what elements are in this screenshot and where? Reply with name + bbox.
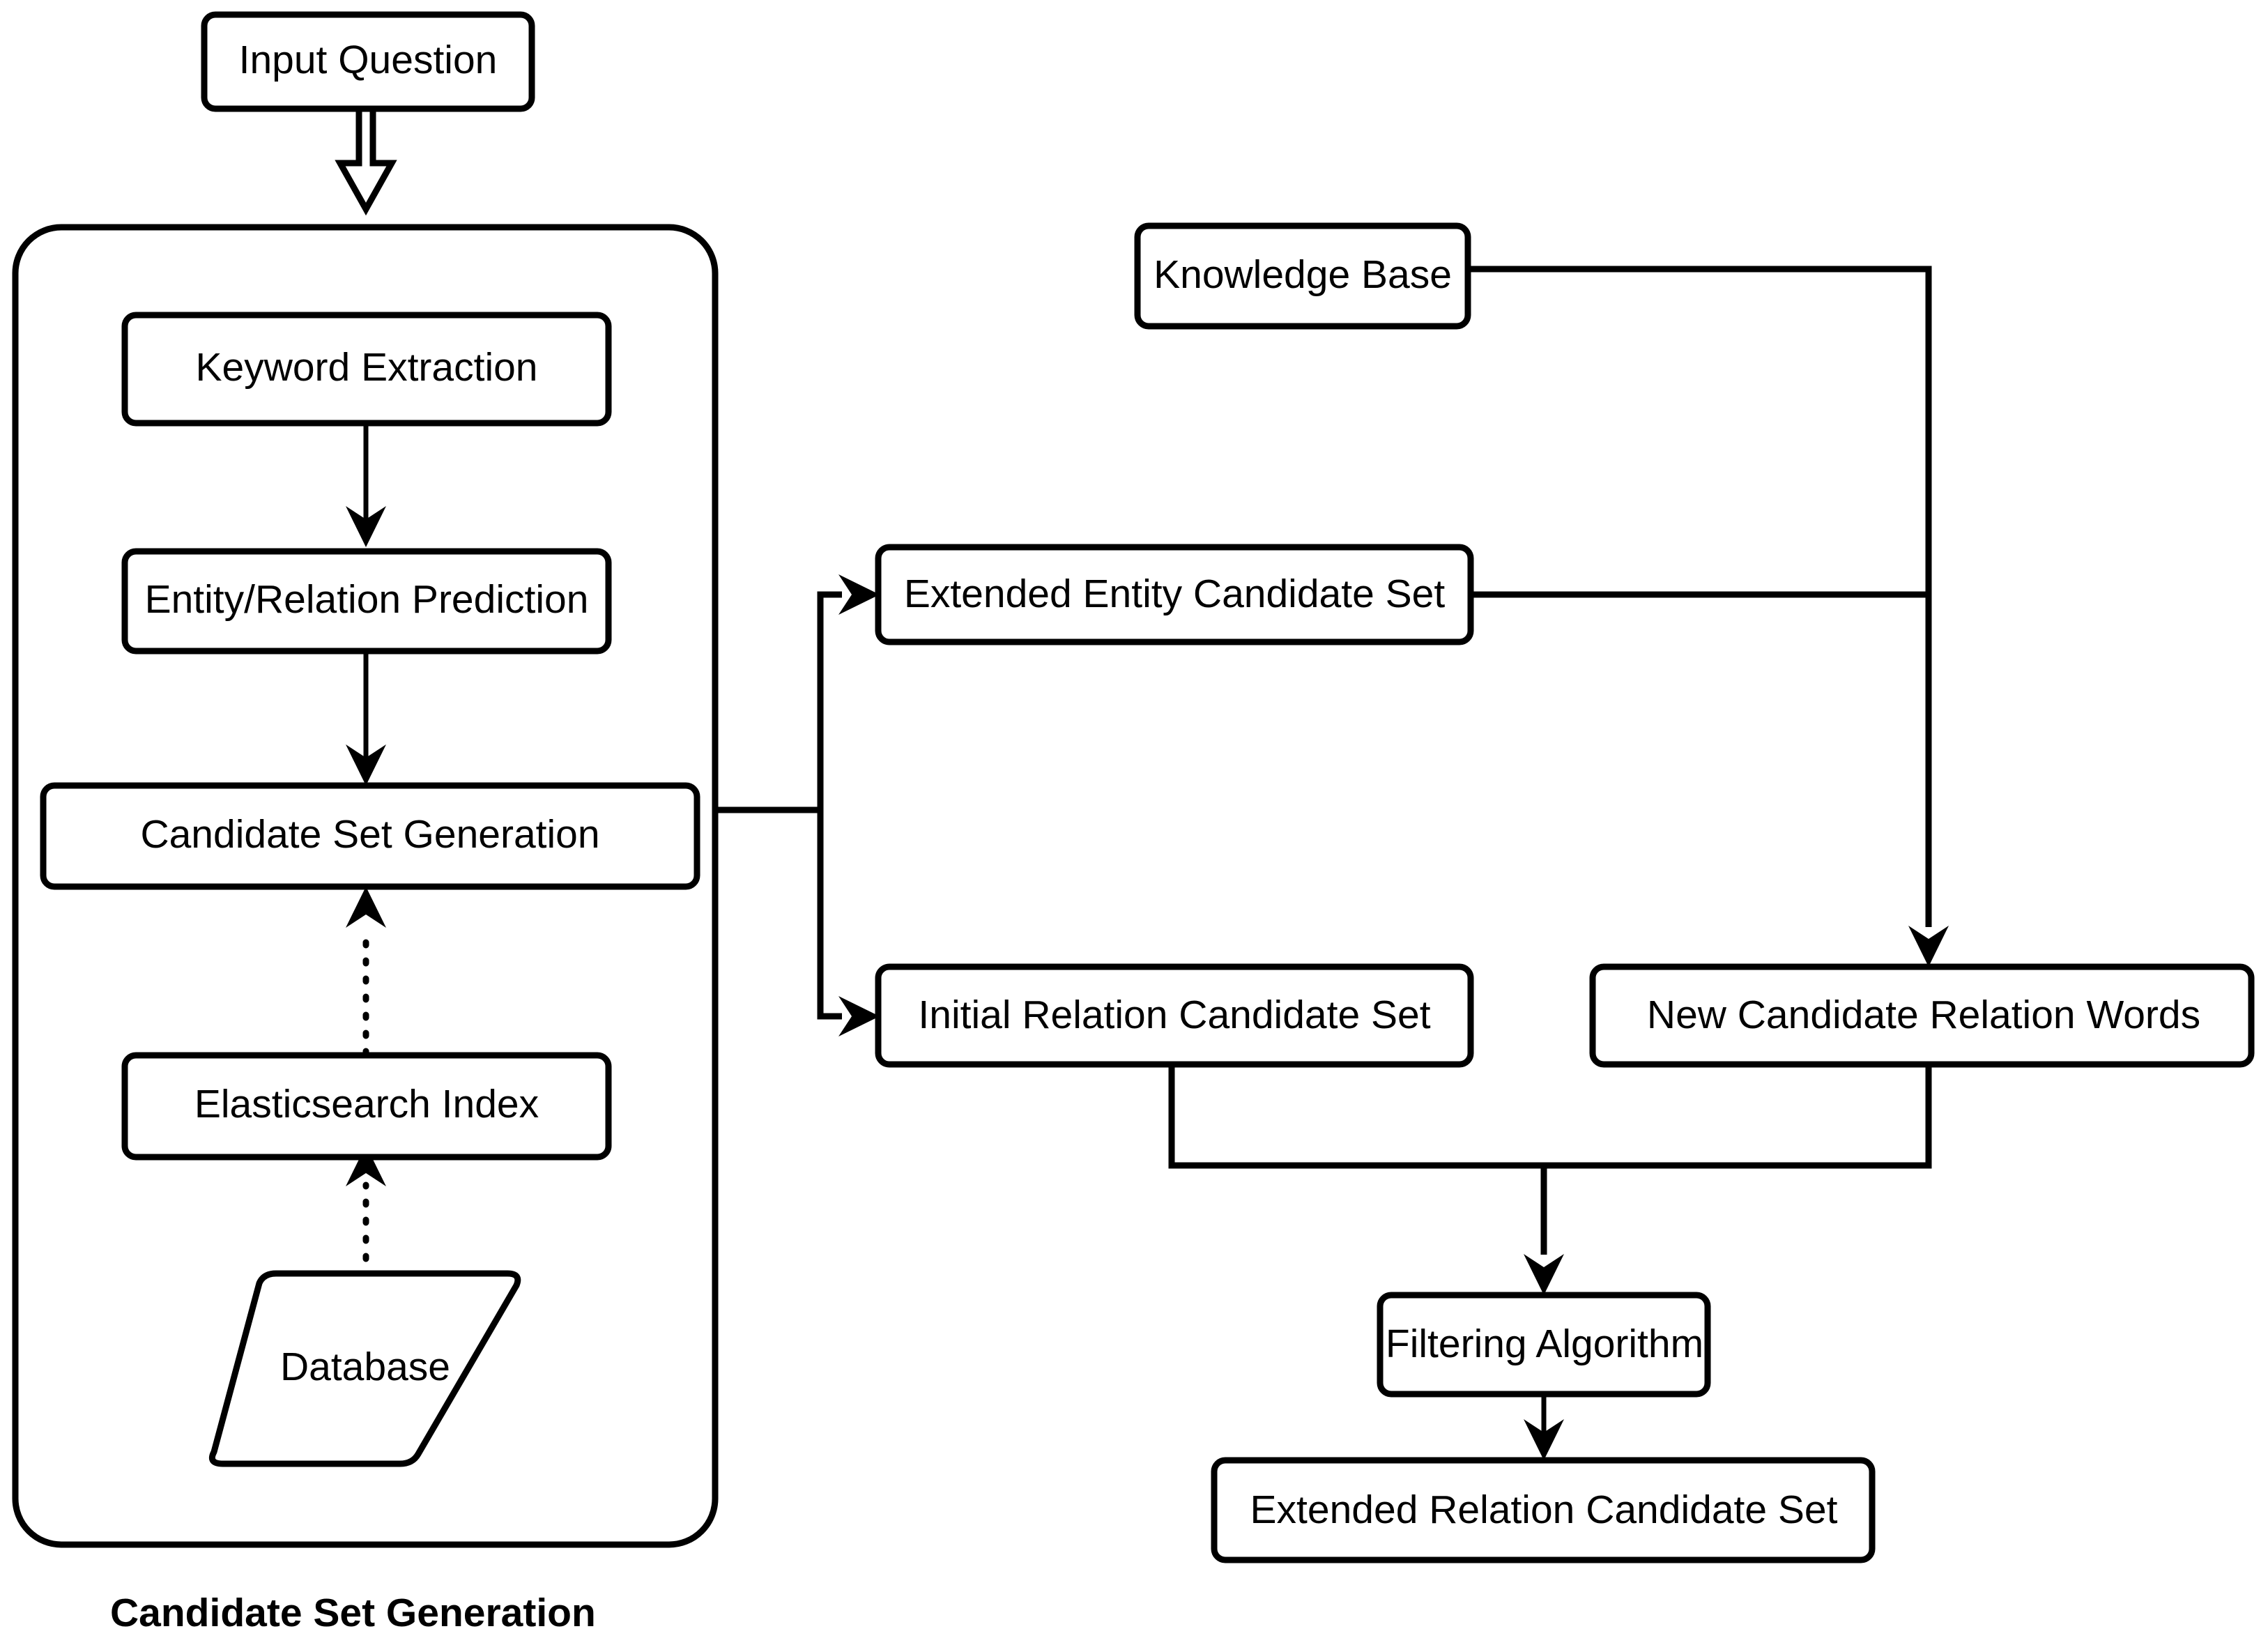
node-candidate-set-generation-label: Candidate Set Generation xyxy=(140,812,599,857)
node-extended-relation-candidate-set-label: Extended Relation Candidate Set xyxy=(1250,1487,1838,1532)
node-input-question[interactable]: Input Question xyxy=(201,11,535,112)
edge-keyword-to-entity-relation xyxy=(346,423,386,547)
node-knowledge-base[interactable]: Knowledge Base xyxy=(1134,222,1471,330)
node-candidate-set-generation-shape[interactable] xyxy=(40,782,700,890)
node-candidate-set-generation[interactable]: Candidate Set Generation xyxy=(40,782,700,890)
node-extended-relation-candidate-set[interactable]: Extended Relation Candidate Set xyxy=(1211,1457,1876,1563)
node-initial-relation-candidate-set-shape[interactable] xyxy=(875,963,1474,1068)
node-knowledge-base-label: Knowledge Base xyxy=(1154,252,1452,297)
edge-elasticsearch-to-candidate-set xyxy=(346,887,386,1112)
node-elasticsearch-index-shape[interactable] xyxy=(121,1052,612,1161)
node-database-label: Database xyxy=(280,1345,450,1389)
node-database-shape[interactable] xyxy=(208,1270,521,1467)
node-knowledge-base-shape[interactable] xyxy=(1134,222,1471,330)
node-extended-entity-candidate-set-label: Extended Entity Candidate Set xyxy=(904,572,1446,616)
node-initial-relation-candidate-set[interactable]: Initial Relation Candidate Set xyxy=(875,963,1474,1068)
node-input-question-shape[interactable] xyxy=(201,11,535,112)
node-keyword-extraction-shape[interactable] xyxy=(121,312,612,427)
edge-input-question-to-group xyxy=(335,105,397,216)
node-extended-entity-candidate-set-shape[interactable] xyxy=(875,544,1474,645)
node-elasticsearch-index-label: Elasticsearch Index xyxy=(194,1082,539,1126)
node-new-candidate-relation-words[interactable]: New Candidate Relation Words xyxy=(1589,963,2255,1068)
node-filtering-algorithm[interactable]: Filtering Algorithm xyxy=(1377,1292,1711,1398)
edge-initial-relation-to-filtering xyxy=(1168,1064,1544,1169)
node-extended-entity-candidate-set[interactable]: Extended Entity Candidate Set xyxy=(875,544,1474,645)
node-keyword-extraction-label: Keyword Extraction xyxy=(195,345,537,390)
node-elasticsearch-index[interactable]: Elasticsearch Index xyxy=(121,1052,612,1161)
node-keyword-extraction[interactable]: Keyword Extraction xyxy=(121,312,612,427)
node-entity-relation-prediction-shape[interactable] xyxy=(121,548,612,655)
node-new-candidate-relation-words-label: New Candidate Relation Words xyxy=(1647,993,2200,1037)
node-new-candidate-relation-words-shape[interactable] xyxy=(1589,963,2255,1068)
node-filtering-algorithm-label: Filtering Algorithm xyxy=(1386,1322,1703,1366)
node-extended-relation-candidate-set-shape[interactable] xyxy=(1211,1457,1876,1563)
node-database[interactable]: Database xyxy=(208,1270,521,1467)
node-entity-relation-prediction[interactable]: Entity/Relation Prediction xyxy=(121,548,612,655)
node-entity-relation-prediction-label: Entity/Relation Prediction xyxy=(145,577,589,622)
node-input-question-label: Input Question xyxy=(239,38,498,82)
edge-entity-relation-to-candidate-set xyxy=(346,651,386,786)
node-filtering-algorithm-shape[interactable] xyxy=(1377,1292,1711,1398)
edge-new-candidate-words-to-filtering xyxy=(1524,1064,1932,1295)
edge-group-branch-split xyxy=(715,574,880,1036)
group-caption-candidate-set-generation: Candidate Set Generation xyxy=(110,1591,596,1635)
edge-knowledge-base-to-trunk xyxy=(1468,266,1949,967)
node-initial-relation-candidate-set-label: Initial Relation Candidate Set xyxy=(918,993,1430,1037)
